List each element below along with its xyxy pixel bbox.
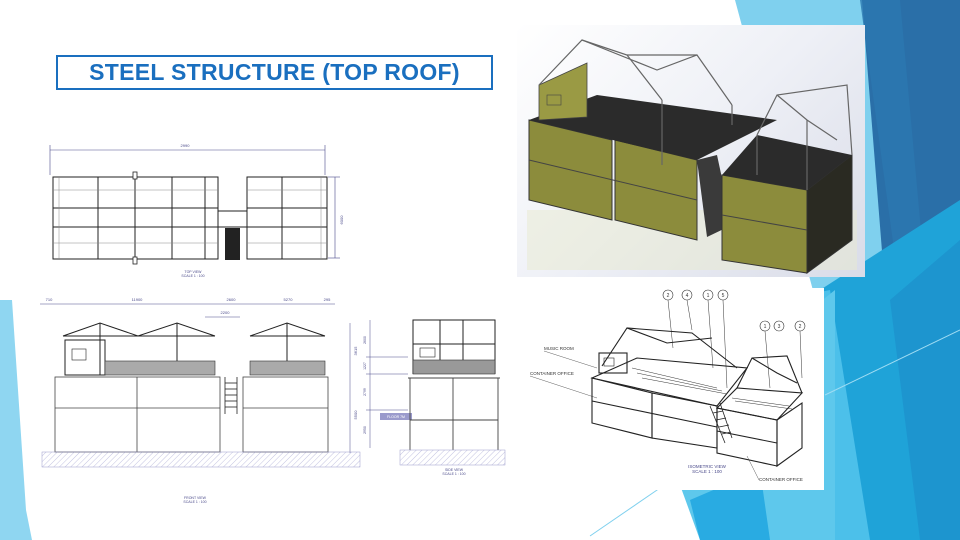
front-view-scale: SCALE 1 : 100 xyxy=(183,500,206,504)
render-3d-image xyxy=(527,39,857,274)
front-dim-1: 710 xyxy=(46,297,53,302)
side-view-drawing: 2600 1227 2799 2950 FLOOR 7M SIDE VIEW S… xyxy=(363,319,506,476)
callout-1: 2 xyxy=(667,293,670,299)
side-view-caption: SIDE VIEW xyxy=(445,468,464,472)
front-view-caption: FRONT VIEW xyxy=(184,496,207,500)
front-height-lower: 5500 xyxy=(353,410,358,420)
side-dim-2: 1227 xyxy=(363,362,367,370)
side-dim-4: 2950 xyxy=(363,426,367,434)
floor-tag-box xyxy=(380,413,412,420)
isometric-drawing: 2 4 1 5 1 3 2 MUSIC ROOM CONTAINER OFFIC… xyxy=(529,289,806,482)
render-3d-panel xyxy=(517,25,865,277)
floor-tag: FLOOR 7M xyxy=(387,415,405,419)
side-dim-3: 2799 xyxy=(363,388,367,396)
label-music-room: MUSIC ROOM xyxy=(544,346,574,351)
top-view-drawing: 2990 6000 TOP VIEW SCALE 1 : 100 xyxy=(49,143,344,278)
top-view-width-dim: 2990 xyxy=(181,143,191,148)
title-box: STEEL STRUCTURE (TOP ROOF) xyxy=(56,55,493,90)
callout-2: 4 xyxy=(686,293,689,299)
top-view-scale: SCALE 1 : 100 xyxy=(181,274,204,278)
front-dim-6: 295 xyxy=(324,297,331,302)
top-view-height-dim: 6000 xyxy=(339,215,344,225)
iso-view-scale: SCALE 1 : 100 xyxy=(692,469,722,474)
top-view-caption: TOP VIEW xyxy=(185,270,203,274)
page-title: STEEL STRUCTURE (TOP ROOF) xyxy=(89,59,460,85)
callout-7: 2 xyxy=(799,324,802,330)
label-container-office-left: CONTAINER OFFICE xyxy=(530,371,574,376)
front-dim-3: 2600 xyxy=(227,297,237,302)
callout-3: 1 xyxy=(707,293,710,299)
front-dim-5: 5270 xyxy=(284,297,294,302)
label-container-office-right: CONTAINER OFFICE xyxy=(759,477,803,482)
side-view-scale: SCALE 1 : 100 xyxy=(442,472,465,476)
front-dim-4: 2200 xyxy=(221,310,231,315)
front-view-drawing: 710 11900 2600 2200 5270 295 3615 5500 xyxy=(40,297,361,504)
front-dim-2: 11900 xyxy=(132,297,144,302)
callout-4: 5 xyxy=(722,293,725,299)
isometric-panel: 2 4 1 5 1 3 2 MUSIC ROOM CONTAINER OFFIC… xyxy=(527,288,824,490)
callout-6: 3 xyxy=(778,324,781,330)
front-height-upper: 3615 xyxy=(353,346,358,356)
side-dim-1: 2600 xyxy=(363,336,367,344)
iso-view-caption: ISOMETRIC VIEW xyxy=(688,464,727,469)
callout-5: 1 xyxy=(764,324,767,330)
